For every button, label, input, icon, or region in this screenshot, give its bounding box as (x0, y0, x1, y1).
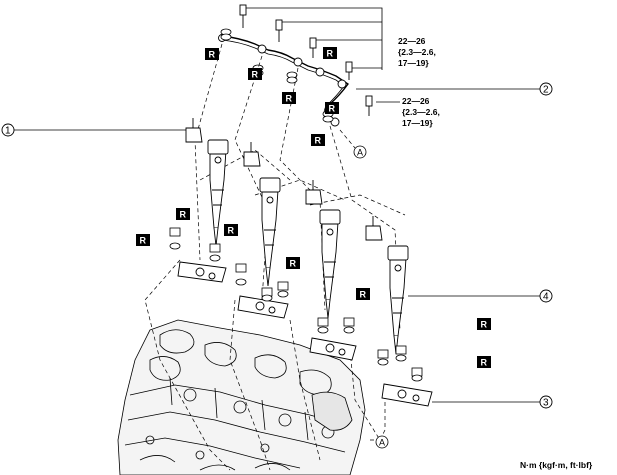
torque-spec-line: 22—26 (402, 96, 430, 106)
torque-spec-line: 22—26 (398, 36, 426, 46)
callout-number: 3 (543, 398, 549, 409)
torque-spec-lower: 22—26 {2.3—2.6, 17—19} (402, 96, 440, 128)
fuel-injector-4 (387, 245, 409, 355)
svg-text:R: R (140, 236, 147, 246)
callout-number: 2 (543, 85, 549, 96)
fuel-injector-3 (319, 209, 341, 319)
reference-mark-lower: A (375, 435, 389, 449)
svg-text:R: R (481, 358, 488, 368)
svg-text:R: R (286, 94, 293, 104)
torque-spec-line: {2.3—2.6, (402, 107, 440, 117)
replace-badge: R (477, 318, 491, 330)
replace-badge: R (325, 102, 339, 114)
fuel-injector-1 (207, 139, 229, 247)
callout-leaders (14, 88, 540, 403)
replace-badges: R R R R R R R R R R R R R (136, 47, 491, 368)
replace-badge: R (224, 224, 238, 236)
unit-note: N·m {kgf·m, ft·lbf} (520, 460, 593, 470)
torque-spec-line: {2.3—2.6, (398, 47, 436, 57)
leak-off-connectors (185, 118, 383, 241)
svg-text:R: R (327, 49, 334, 59)
clamp-nuts-and-washers (169, 227, 423, 382)
replace-badge: R (356, 288, 370, 300)
torque-spec-line: 17—19} (402, 118, 433, 128)
fuel-injector-2 (259, 177, 281, 287)
torque-spec-upper: 22—26 {2.3—2.6, 17—19} (398, 36, 436, 68)
torque-spec-line: 17—19} (398, 58, 429, 68)
svg-text:R: R (180, 210, 187, 220)
replace-badge: R (323, 47, 337, 59)
svg-text:R: R (329, 104, 336, 114)
replace-badge: R (248, 68, 262, 80)
callout-4: 4 (539, 289, 553, 303)
replace-badge: R (176, 208, 190, 220)
svg-text:R: R (315, 136, 322, 146)
svg-text:R: R (360, 290, 367, 300)
reference-mark-upper: A (353, 145, 367, 159)
replace-badge: R (205, 48, 219, 60)
torque-leader-lines (246, 7, 400, 103)
svg-text:R: R (228, 226, 235, 236)
replace-badge: R (477, 356, 491, 368)
callout-number: 4 (543, 292, 549, 303)
callout-2: 2 (539, 82, 553, 96)
svg-text:R: R (252, 70, 259, 80)
svg-text:R: R (290, 259, 297, 269)
svg-text:R: R (481, 320, 488, 330)
injector-clamps (177, 261, 433, 407)
svg-text:A: A (379, 438, 385, 448)
callout-3: 3 (539, 395, 553, 409)
replace-badge: R (136, 234, 150, 246)
callout-number: 1 (5, 126, 11, 137)
callout-1: 1 (1, 123, 15, 137)
replace-badge: R (311, 134, 325, 146)
replace-badge: R (286, 257, 300, 269)
svg-text:A: A (357, 148, 363, 158)
cylinder-head-illustration (117, 319, 366, 475)
replace-badge: R (282, 92, 296, 104)
pipe-bolts (239, 4, 373, 116)
svg-text:R: R (209, 50, 216, 60)
